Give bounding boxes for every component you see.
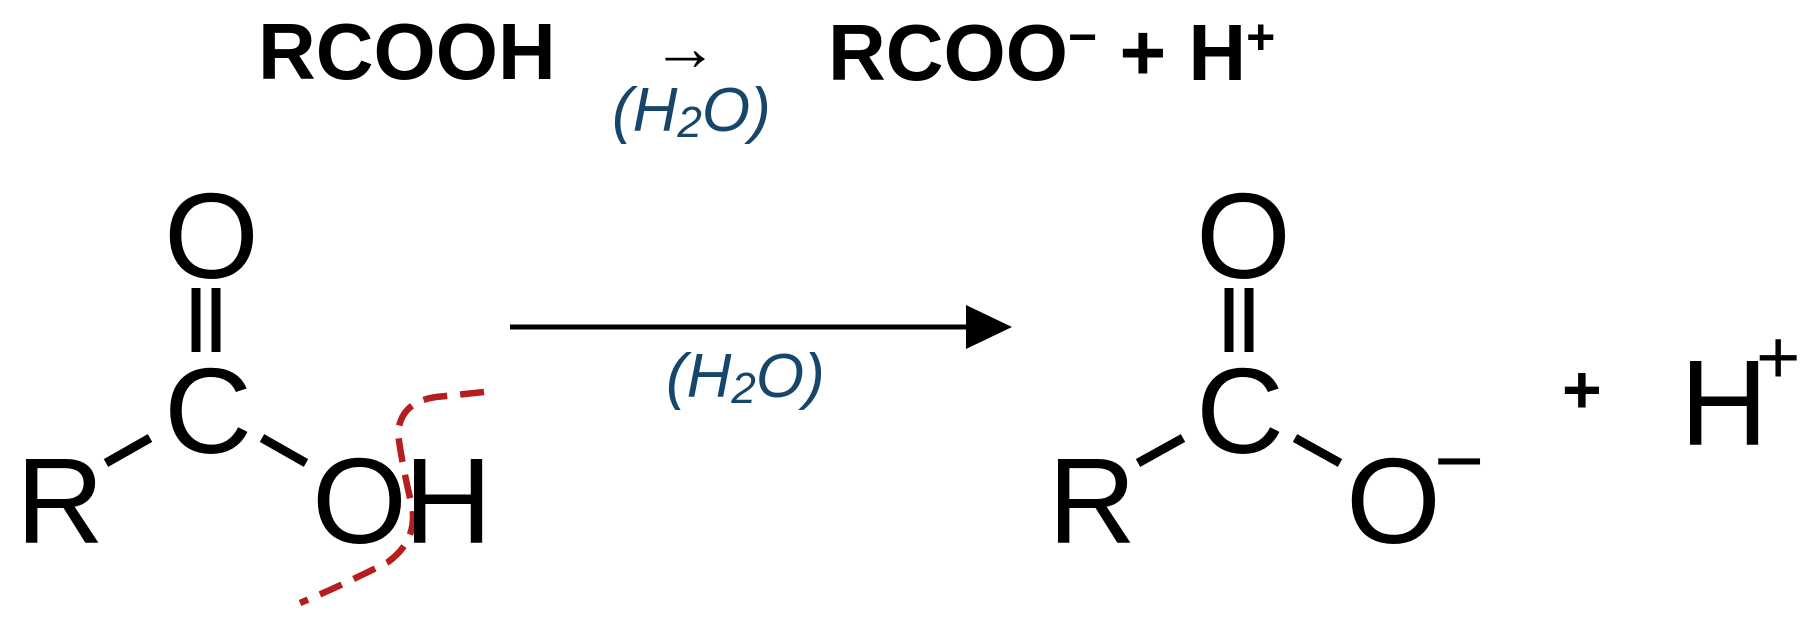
equation-solvent-subscript: 2 — [677, 98, 702, 147]
equation-carboxylate-charge: − — [1068, 9, 1098, 65]
reaction-arrow-head — [966, 305, 1012, 349]
equation-proton-charge: + — [1246, 9, 1276, 65]
reactant-atom-r: R — [16, 433, 105, 569]
reactant-atom-c: C — [164, 343, 253, 479]
reaction-arrow — [510, 305, 1012, 349]
proton-h: H — [1680, 335, 1769, 471]
product-atom-c: C — [1196, 343, 1285, 479]
equation-arrow: → — [652, 10, 718, 84]
reactant-atom-o-top: O — [164, 168, 259, 304]
arrow-solvent-close: O) — [755, 342, 825, 411]
proton-charge: + — [1756, 315, 1801, 400]
equation-solvent-open: (H — [612, 76, 678, 145]
product-bond-r-c — [1135, 434, 1186, 467]
equation-solvent-close: O) — [701, 76, 771, 145]
product-atom-o-top: O — [1196, 168, 1291, 304]
reactant-bond-r-c — [103, 434, 153, 467]
reactant-atom-h: H — [404, 433, 493, 569]
reactant-atom-o-hydroxyl: O — [312, 433, 407, 569]
product-atom-o-anion: O — [1346, 433, 1441, 569]
product-plus-sign: + — [1562, 352, 1602, 428]
reactant-bond-c-o — [259, 434, 309, 467]
equation-plus: + — [1119, 8, 1167, 97]
equation-reactant: RCOOH — [258, 7, 556, 96]
arrow-solvent-label: (H2O) — [666, 346, 825, 411]
arrow-solvent-subscript: 2 — [731, 364, 756, 413]
product-bonds — [1135, 288, 1343, 467]
reactant-bonds — [103, 288, 309, 467]
equation-products: RCOO− + H+ — [828, 12, 1275, 93]
product-atom-r: R — [1048, 433, 1137, 569]
anion-charge: − — [1434, 413, 1485, 509]
equation-solvent-label: (H2O) — [612, 80, 771, 145]
equation-carboxylate: RCOO — [828, 8, 1068, 97]
equation-proton: H — [1188, 8, 1247, 97]
arrow-solvent-open: (H — [666, 342, 732, 411]
bond-cleavage-line — [298, 388, 485, 606]
product-bond-c-o — [1292, 434, 1343, 467]
